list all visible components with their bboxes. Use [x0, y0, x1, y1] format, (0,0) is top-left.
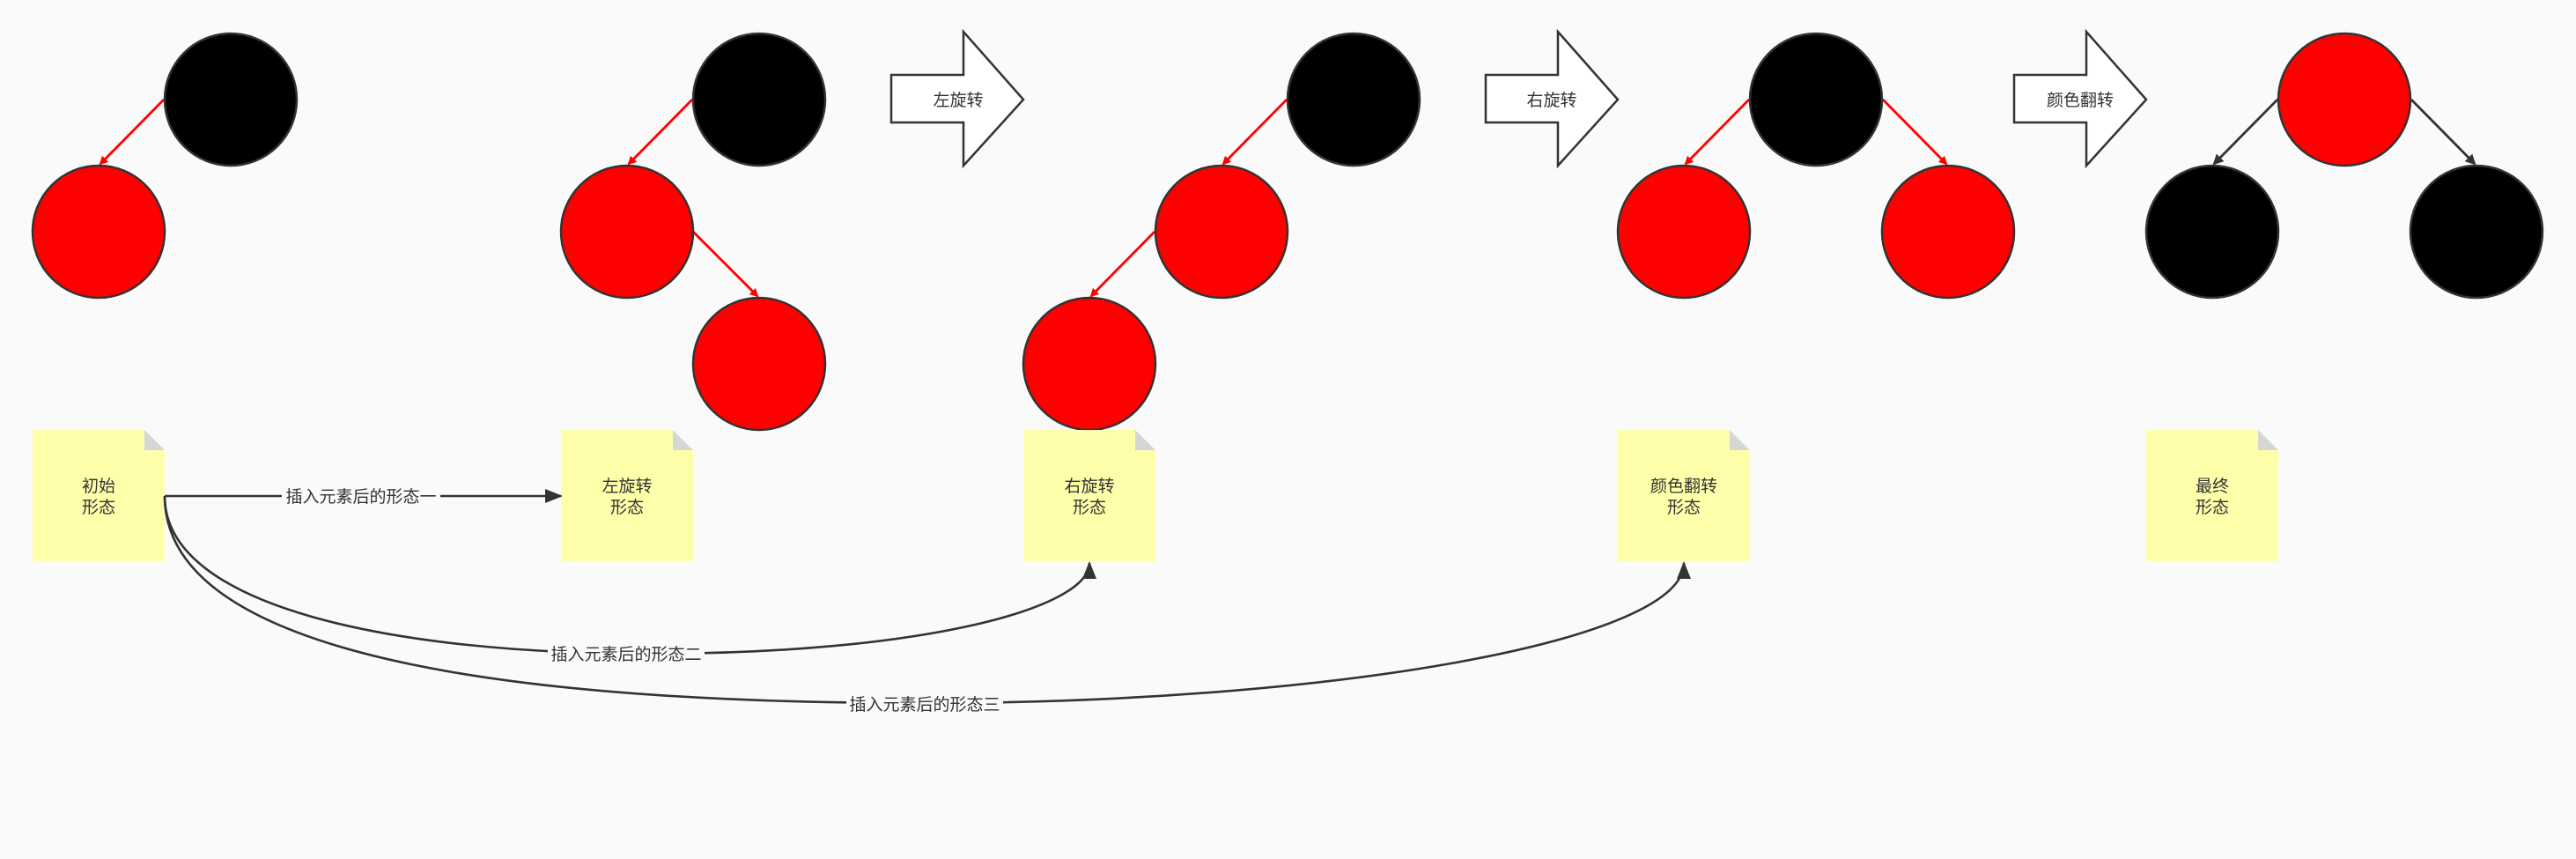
tree-initial: [31, 32, 299, 300]
note-final: 最终 形态: [2146, 430, 2278, 561]
node-black-right: [2409, 164, 2544, 300]
note-line-1: 最终: [2196, 477, 2229, 496]
edge-root-right: [1882, 99, 1948, 166]
note-line-2: 形态: [2196, 498, 2229, 517]
edge-root-left: [1684, 99, 1750, 166]
node-red-left: [1616, 164, 1752, 300]
note-left-rotate: 左旋转 形态: [561, 430, 693, 561]
edge-root-left: [2212, 99, 2278, 166]
note-line-2: 形态: [1073, 498, 1106, 517]
edge-root-left: [99, 99, 165, 166]
big-arrow-shape: [2012, 28, 2148, 169]
connector-label: 插入元素后的形态一: [285, 487, 436, 507]
node-red-root: [2277, 32, 2412, 167]
node-black-root: [1286, 32, 1421, 167]
note-line-2: 形态: [1667, 498, 1701, 517]
connector-insert-2: 插入元素后的形态二: [163, 495, 1096, 665]
tree-color-flip: [1616, 32, 2016, 300]
node-red-grandchild: [1022, 296, 1157, 432]
transition-arrow-label: 左旋转: [933, 91, 983, 110]
node-black-root: [163, 32, 299, 167]
edge-root-left: [1222, 99, 1288, 166]
node-red-right: [1880, 164, 2016, 300]
node-black-root: [691, 32, 827, 167]
big-arrow-shape: [1484, 28, 1620, 169]
note-line-1: 左旋转: [602, 477, 652, 496]
note-initial: 初始 形态: [33, 430, 165, 561]
note-line-1: 颜色翻转: [1650, 477, 1717, 496]
connector-label: 插入元素后的形态二: [550, 645, 701, 664]
node-red-left: [1154, 164, 1289, 300]
transition-arrow-color-flip: 颜色翻转: [2012, 28, 2148, 169]
connector-label: 插入元素后的形态三: [849, 695, 1000, 715]
note-line-1: 初始: [82, 477, 115, 496]
node-red-left: [559, 164, 695, 300]
transition-arrow-right-rotate: 右旋转: [1484, 28, 1620, 169]
connector-insert-1: 插入元素后的形态一: [165, 485, 563, 507]
node-red-grandchild: [691, 296, 827, 432]
note-color-flip: 颜色翻转 形态: [1618, 430, 1750, 561]
note-right-rotate: 右旋转 形态: [1023, 430, 1155, 561]
transition-arrow-label: 右旋转: [1526, 91, 1576, 110]
tree-left-rotate: [559, 32, 827, 432]
transition-arrow-label: 颜色翻转: [2047, 91, 2114, 110]
note-line-2: 形态: [610, 498, 644, 517]
node-black-left: [2144, 164, 2280, 300]
tree-final: [2144, 32, 2544, 300]
edge-root-right: [2410, 99, 2476, 166]
connector-insert-3: 插入元素后的形态三: [163, 495, 1691, 715]
big-arrow-shape: [889, 28, 1025, 169]
edge-left-left: [1089, 231, 1155, 298]
transition-arrow-left-rotate: 左旋转: [889, 28, 1025, 169]
tree-right-rotate: [1022, 32, 1421, 432]
note-line-2: 形态: [82, 498, 115, 517]
node-red-left: [31, 164, 166, 300]
edge-root-left: [627, 99, 693, 166]
note-line-1: 右旋转: [1064, 477, 1114, 496]
connector-line: [163, 495, 1691, 705]
node-black-root: [1748, 32, 1884, 167]
edge-left-right: [692, 231, 759, 298]
